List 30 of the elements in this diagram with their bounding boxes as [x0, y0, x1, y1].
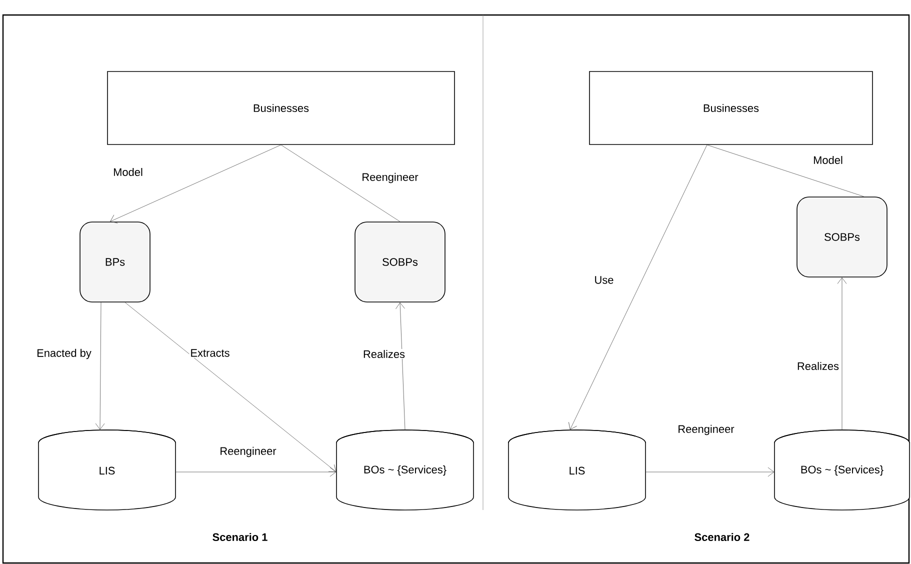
edge-label: Realizes [362, 348, 406, 360]
arrow [176, 467, 336, 477]
edge-label: Reengineer [218, 446, 278, 458]
arrow [124, 302, 336, 472]
edge-label: Reengineer [360, 172, 420, 184]
database-cylinder: LIS [508, 430, 646, 510]
scenario-caption: Scenario 1 [212, 532, 268, 542]
database-cylinder: BOs ~ {Services} [336, 430, 474, 510]
arrow [396, 302, 406, 430]
node-label: BOs ~ {Services} [801, 465, 884, 476]
edge-label: Realizes [796, 360, 840, 372]
business-box: Businesses [589, 71, 873, 145]
arrow [95, 302, 105, 430]
edge-label: Model [812, 154, 844, 166]
edge-label: Use [593, 275, 615, 285]
arrow [837, 278, 847, 430]
process-box: SOBPs [796, 196, 888, 278]
database-cylinder: LIS [38, 430, 176, 510]
process-box: SOBPs [354, 222, 446, 302]
edge-label: Enacted by [36, 348, 92, 360]
edge-label: Reengineer [676, 424, 736, 436]
database-cylinder: BOs ~ {Services} [774, 430, 910, 510]
process-box: BPs [80, 222, 150, 302]
scenario-caption: Scenario 2 [694, 532, 750, 542]
arrow [646, 467, 774, 477]
edge-label: Extracts [189, 348, 231, 358]
arrow [110, 144, 282, 224]
edge-label: Model [112, 166, 144, 178]
business-box: Businesses [107, 71, 455, 145]
arrow [568, 144, 708, 430]
